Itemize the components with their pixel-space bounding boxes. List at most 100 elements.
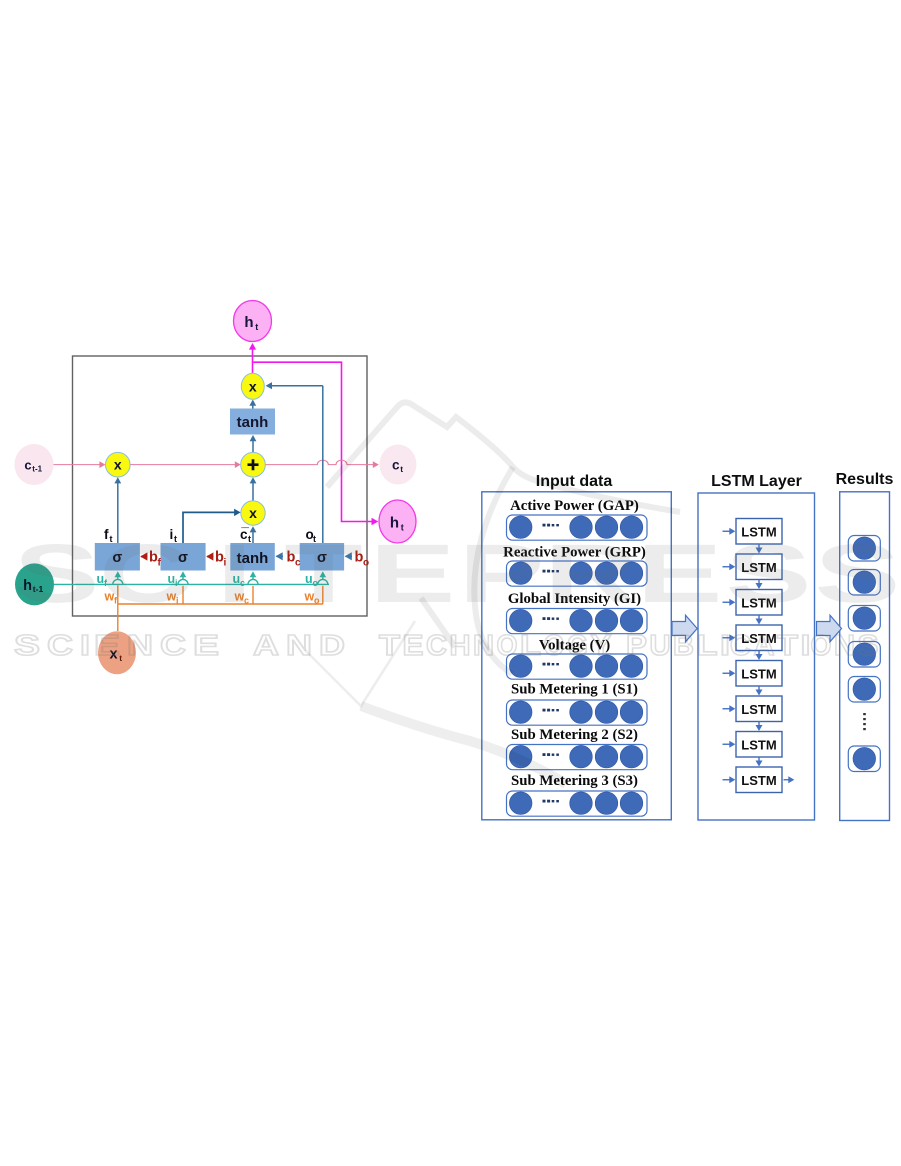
svg-text:t-1: t-1 bbox=[32, 465, 42, 474]
svg-text:I: I bbox=[720, 630, 730, 662]
svg-text:c: c bbox=[24, 458, 31, 473]
svg-text:h: h bbox=[244, 314, 253, 331]
svg-text:Voltage (V): Voltage (V) bbox=[539, 638, 610, 654]
svg-text:f: f bbox=[104, 527, 109, 542]
svg-text:i: i bbox=[224, 558, 227, 569]
svg-text:T: T bbox=[284, 527, 363, 620]
svg-text:f: f bbox=[114, 596, 118, 606]
svg-text:S: S bbox=[14, 630, 40, 662]
svg-text:w: w bbox=[166, 590, 177, 604]
svg-text:Global Intensity (GI): Global Intensity (GI) bbox=[508, 591, 641, 607]
svg-text:G: G bbox=[567, 630, 588, 662]
svg-text:LSTM: LSTM bbox=[741, 595, 776, 610]
svg-text:S: S bbox=[14, 527, 100, 620]
svg-text:h: h bbox=[23, 578, 32, 594]
svg-text:Sub Metering 2 (S2): Sub Metering 2 (S2) bbox=[511, 727, 638, 743]
svg-text:tanh: tanh bbox=[237, 414, 269, 431]
svg-text:t: t bbox=[248, 534, 251, 544]
svg-text:w: w bbox=[234, 590, 245, 604]
svg-text:t: t bbox=[313, 534, 316, 544]
svg-text:E: E bbox=[94, 630, 120, 662]
svg-text:L: L bbox=[520, 630, 541, 662]
svg-text:LSTM: LSTM bbox=[741, 631, 776, 646]
svg-text:u: u bbox=[97, 572, 105, 586]
svg-text:b: b bbox=[149, 550, 158, 566]
svg-text:D: D bbox=[319, 630, 345, 662]
svg-text:U: U bbox=[650, 630, 671, 662]
svg-text:x: x bbox=[114, 457, 122, 473]
svg-text:I: I bbox=[801, 630, 811, 662]
svg-text:x: x bbox=[109, 647, 117, 663]
svg-text:E: E bbox=[637, 527, 723, 620]
svg-text:A: A bbox=[754, 630, 775, 662]
svg-text:c: c bbox=[295, 558, 301, 569]
svg-text:Results: Results bbox=[836, 471, 894, 488]
svg-text:S: S bbox=[815, 527, 901, 620]
svg-text:b: b bbox=[287, 550, 296, 566]
svg-text:C: C bbox=[47, 630, 73, 662]
svg-text:o: o bbox=[314, 596, 320, 606]
svg-text:I: I bbox=[80, 630, 90, 662]
svg-text:t: t bbox=[174, 534, 177, 544]
svg-text:LSTM: LSTM bbox=[741, 702, 776, 717]
svg-text:tanh: tanh bbox=[237, 550, 269, 567]
svg-text:LSTM: LSTM bbox=[741, 524, 776, 539]
svg-text:w: w bbox=[104, 590, 115, 604]
svg-text:Sub Metering 3 (S3): Sub Metering 3 (S3) bbox=[511, 773, 638, 789]
svg-text:N: N bbox=[286, 630, 312, 662]
svg-text:Active Power (GAP): Active Power (GAP) bbox=[510, 498, 639, 514]
svg-text:C: C bbox=[730, 630, 751, 662]
svg-text:O: O bbox=[497, 630, 518, 662]
svg-text:t: t bbox=[400, 464, 403, 474]
svg-text:c: c bbox=[240, 578, 245, 588]
svg-text:u: u bbox=[168, 572, 176, 586]
svg-text:h: h bbox=[390, 515, 399, 532]
svg-text:t: t bbox=[401, 522, 404, 532]
svg-text:C: C bbox=[426, 630, 447, 662]
svg-text:t: t bbox=[119, 653, 122, 663]
svg-text:S: S bbox=[726, 527, 812, 620]
svg-text:Input data: Input data bbox=[536, 473, 613, 490]
svg-text:c: c bbox=[244, 596, 249, 606]
svg-text:E: E bbox=[193, 630, 219, 662]
svg-text:B: B bbox=[673, 630, 694, 662]
svg-text:x: x bbox=[249, 379, 257, 395]
svg-text:σ: σ bbox=[178, 550, 188, 566]
svg-text:I: I bbox=[217, 527, 253, 620]
svg-text:σ: σ bbox=[112, 550, 122, 566]
svg-text:C: C bbox=[160, 630, 186, 662]
svg-text:x: x bbox=[249, 505, 257, 521]
svg-text:i: i bbox=[170, 527, 174, 542]
svg-text:o: o bbox=[313, 578, 319, 588]
svg-text:C: C bbox=[99, 527, 192, 620]
svg-text:t: t bbox=[110, 534, 113, 544]
svg-text:R: R bbox=[544, 527, 637, 620]
svg-text:o: o bbox=[306, 527, 314, 542]
svg-text:f: f bbox=[104, 578, 108, 588]
svg-text:A: A bbox=[253, 630, 279, 662]
svg-text:i: i bbox=[176, 596, 179, 606]
svg-text:w: w bbox=[304, 590, 315, 604]
svg-text:P: P bbox=[626, 630, 647, 662]
svg-text:N: N bbox=[127, 630, 153, 662]
svg-text:Reactive Power (GRP): Reactive Power (GRP) bbox=[503, 545, 646, 561]
svg-text:P: P bbox=[459, 527, 545, 620]
svg-text:T: T bbox=[379, 630, 400, 662]
svg-text:LSTM: LSTM bbox=[741, 560, 776, 575]
svg-text:u: u bbox=[233, 572, 241, 586]
svg-text:f: f bbox=[158, 558, 162, 569]
svg-text:LSTM: LSTM bbox=[741, 737, 776, 752]
svg-text:b: b bbox=[355, 550, 364, 566]
svg-text:L: L bbox=[697, 630, 718, 662]
svg-text:i: i bbox=[175, 578, 178, 588]
svg-text:N: N bbox=[834, 630, 855, 662]
svg-text:T: T bbox=[777, 630, 798, 662]
svg-text:Sub Metering 1 (S1): Sub Metering 1 (S1) bbox=[511, 682, 638, 698]
svg-text:S: S bbox=[858, 630, 879, 662]
svg-text:LSTM: LSTM bbox=[741, 773, 776, 788]
svg-text:O: O bbox=[544, 630, 565, 662]
svg-text:o: o bbox=[363, 558, 369, 569]
svg-text:LSTM: LSTM bbox=[741, 666, 776, 681]
svg-text:H: H bbox=[450, 630, 471, 662]
svg-text:E: E bbox=[403, 630, 424, 662]
